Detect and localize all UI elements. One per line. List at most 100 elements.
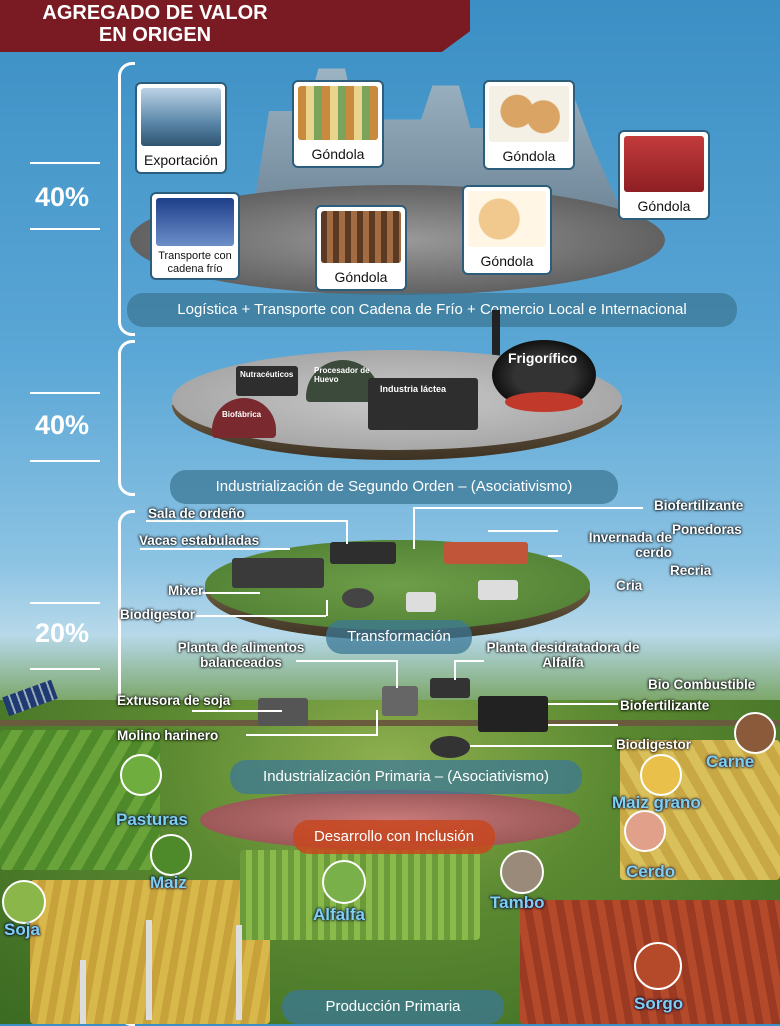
line xyxy=(140,548,290,550)
wind-turbine-icon xyxy=(80,960,86,1024)
biodigestor-1 xyxy=(342,588,374,608)
alfalfa-image xyxy=(322,860,366,904)
card-caption: Góndola xyxy=(334,269,388,285)
cerdo-image xyxy=(624,810,666,852)
wind-turbine-icon xyxy=(146,920,152,1020)
label-bio-combustible: Bio Combustible xyxy=(648,677,756,692)
ship-image xyxy=(141,88,221,146)
line xyxy=(396,660,398,688)
line xyxy=(196,615,326,617)
card-transporte: Transporte con cadena frío xyxy=(150,192,240,280)
card-gondola-2: Góndola xyxy=(315,205,407,291)
line xyxy=(548,703,618,705)
line xyxy=(246,734,376,736)
rule xyxy=(30,460,100,462)
cold-chain-image xyxy=(156,198,234,246)
label-invernada-cerdo: Invernada de cerdo xyxy=(588,530,672,560)
line xyxy=(346,520,348,544)
silos xyxy=(382,686,418,716)
label-planta-alfalfa: Planta desidratadora de Alfalfa xyxy=(486,640,640,670)
hams-image xyxy=(321,211,401,263)
label-molino-harinero: Molino harinero xyxy=(117,728,219,743)
label-maiz: Maiz xyxy=(150,873,187,892)
banner-industry-primary: Industrialización Primaria – (Asociativi… xyxy=(230,760,582,794)
vacas-estabuladas xyxy=(232,558,324,588)
building-procesador-huevo: Procesador de Huevo xyxy=(306,360,380,402)
pct-industry-2: 40% xyxy=(34,410,90,440)
label-vacas-estabuladas: Vacas estabuladas xyxy=(139,533,260,548)
eggs-image xyxy=(489,86,569,142)
biodigestor-2 xyxy=(430,736,470,758)
banner-primary-production: Producción Primaria xyxy=(282,990,504,1024)
card-exportacion: Exportación xyxy=(135,82,227,174)
chimney xyxy=(492,310,500,372)
carne-image xyxy=(734,712,776,754)
label-sorgo: Sorgo xyxy=(634,994,684,1013)
label-biofertilizante-2: Biofertilizante xyxy=(620,698,710,713)
label-cria: Cria xyxy=(616,578,643,593)
shelf-image xyxy=(298,86,378,140)
frigorifico-ring xyxy=(505,392,583,412)
card-caption: Góndola xyxy=(311,146,365,162)
maiz-grano-image xyxy=(640,754,682,796)
planta-alfalfa xyxy=(430,678,470,698)
line xyxy=(548,724,618,726)
pasturas-image xyxy=(120,754,162,796)
label-maiz-grano: Maiz grano xyxy=(612,793,701,812)
wind-turbine-icon xyxy=(236,925,242,1020)
road xyxy=(0,720,780,726)
planta-balanceados xyxy=(258,698,308,726)
card-caption: Transporte con cadena frío xyxy=(158,250,232,275)
brace-logistics xyxy=(118,62,135,336)
recria-building xyxy=(478,580,518,600)
label-tambo: Tambo xyxy=(490,893,545,912)
label-alfalfa: Alfalfa xyxy=(313,905,365,924)
maiz-image xyxy=(150,834,192,876)
banner-industry-2: Industrialización de Segundo Orden – (As… xyxy=(170,470,618,504)
brace-industry-2 xyxy=(118,340,135,496)
banner-transformation: Transformación xyxy=(326,620,472,654)
pct-primary: 20% xyxy=(34,618,90,648)
label-planta-balanceados: Planta de alimentos balanceados xyxy=(177,640,305,670)
line xyxy=(488,530,558,532)
banner-inclusion: Desarrollo con Inclusión xyxy=(293,820,495,854)
label-biofertilizante: Biofertilizante xyxy=(654,498,744,513)
chicken-image xyxy=(468,191,546,247)
rule xyxy=(30,392,100,394)
sala-ordeno xyxy=(330,542,396,564)
label-ponedoras: Ponedoras xyxy=(672,522,742,537)
label-pasturas: Pasturas xyxy=(116,810,188,829)
building-industria-lactea: Industria láctea xyxy=(368,378,478,430)
line xyxy=(376,710,378,736)
title-banner: AGREGADO DE VALOR EN ORIGEN xyxy=(0,0,470,52)
card-gondola-chicken: Góndola xyxy=(462,185,552,275)
line xyxy=(470,745,612,747)
card-caption: Góndola xyxy=(502,148,556,164)
title-line-1: AGREGADO DE VALOR xyxy=(42,2,268,24)
card-gondola-eggs: Góndola xyxy=(483,80,575,170)
line xyxy=(192,710,282,712)
label-extrusora-soja: Extrusora de soja xyxy=(117,693,231,708)
title-line-2: EN ORIGEN xyxy=(98,24,212,46)
line xyxy=(454,660,484,662)
frigorifico-label: Frigorífico xyxy=(508,350,578,366)
meat-image xyxy=(624,136,704,192)
label-soja: Soja xyxy=(4,920,40,939)
line xyxy=(413,507,415,549)
label-carne: Carne xyxy=(706,752,755,771)
rule xyxy=(30,602,100,604)
cria-building xyxy=(406,592,436,612)
building-biofabrica: Biofábrica xyxy=(212,398,276,438)
label-sala-ordeno: Sala de ordeño xyxy=(148,506,245,521)
label-biodigestor-2: Biodigestor xyxy=(616,737,692,752)
card-gondola-1: Góndola xyxy=(292,80,384,168)
label-cerdo: Cerdo xyxy=(626,862,676,881)
pct-logistics: 40% xyxy=(34,182,90,212)
building-nutraceuticos: Nutracéuticos xyxy=(236,366,298,396)
ponedoras xyxy=(444,542,528,564)
line xyxy=(413,507,643,509)
card-caption: Exportación xyxy=(144,152,218,168)
banner-logistics: Logística + Transporte con Cadena de Frí… xyxy=(127,293,737,327)
rule xyxy=(30,162,100,164)
label-biodigestor: Biodigestor xyxy=(120,607,196,622)
